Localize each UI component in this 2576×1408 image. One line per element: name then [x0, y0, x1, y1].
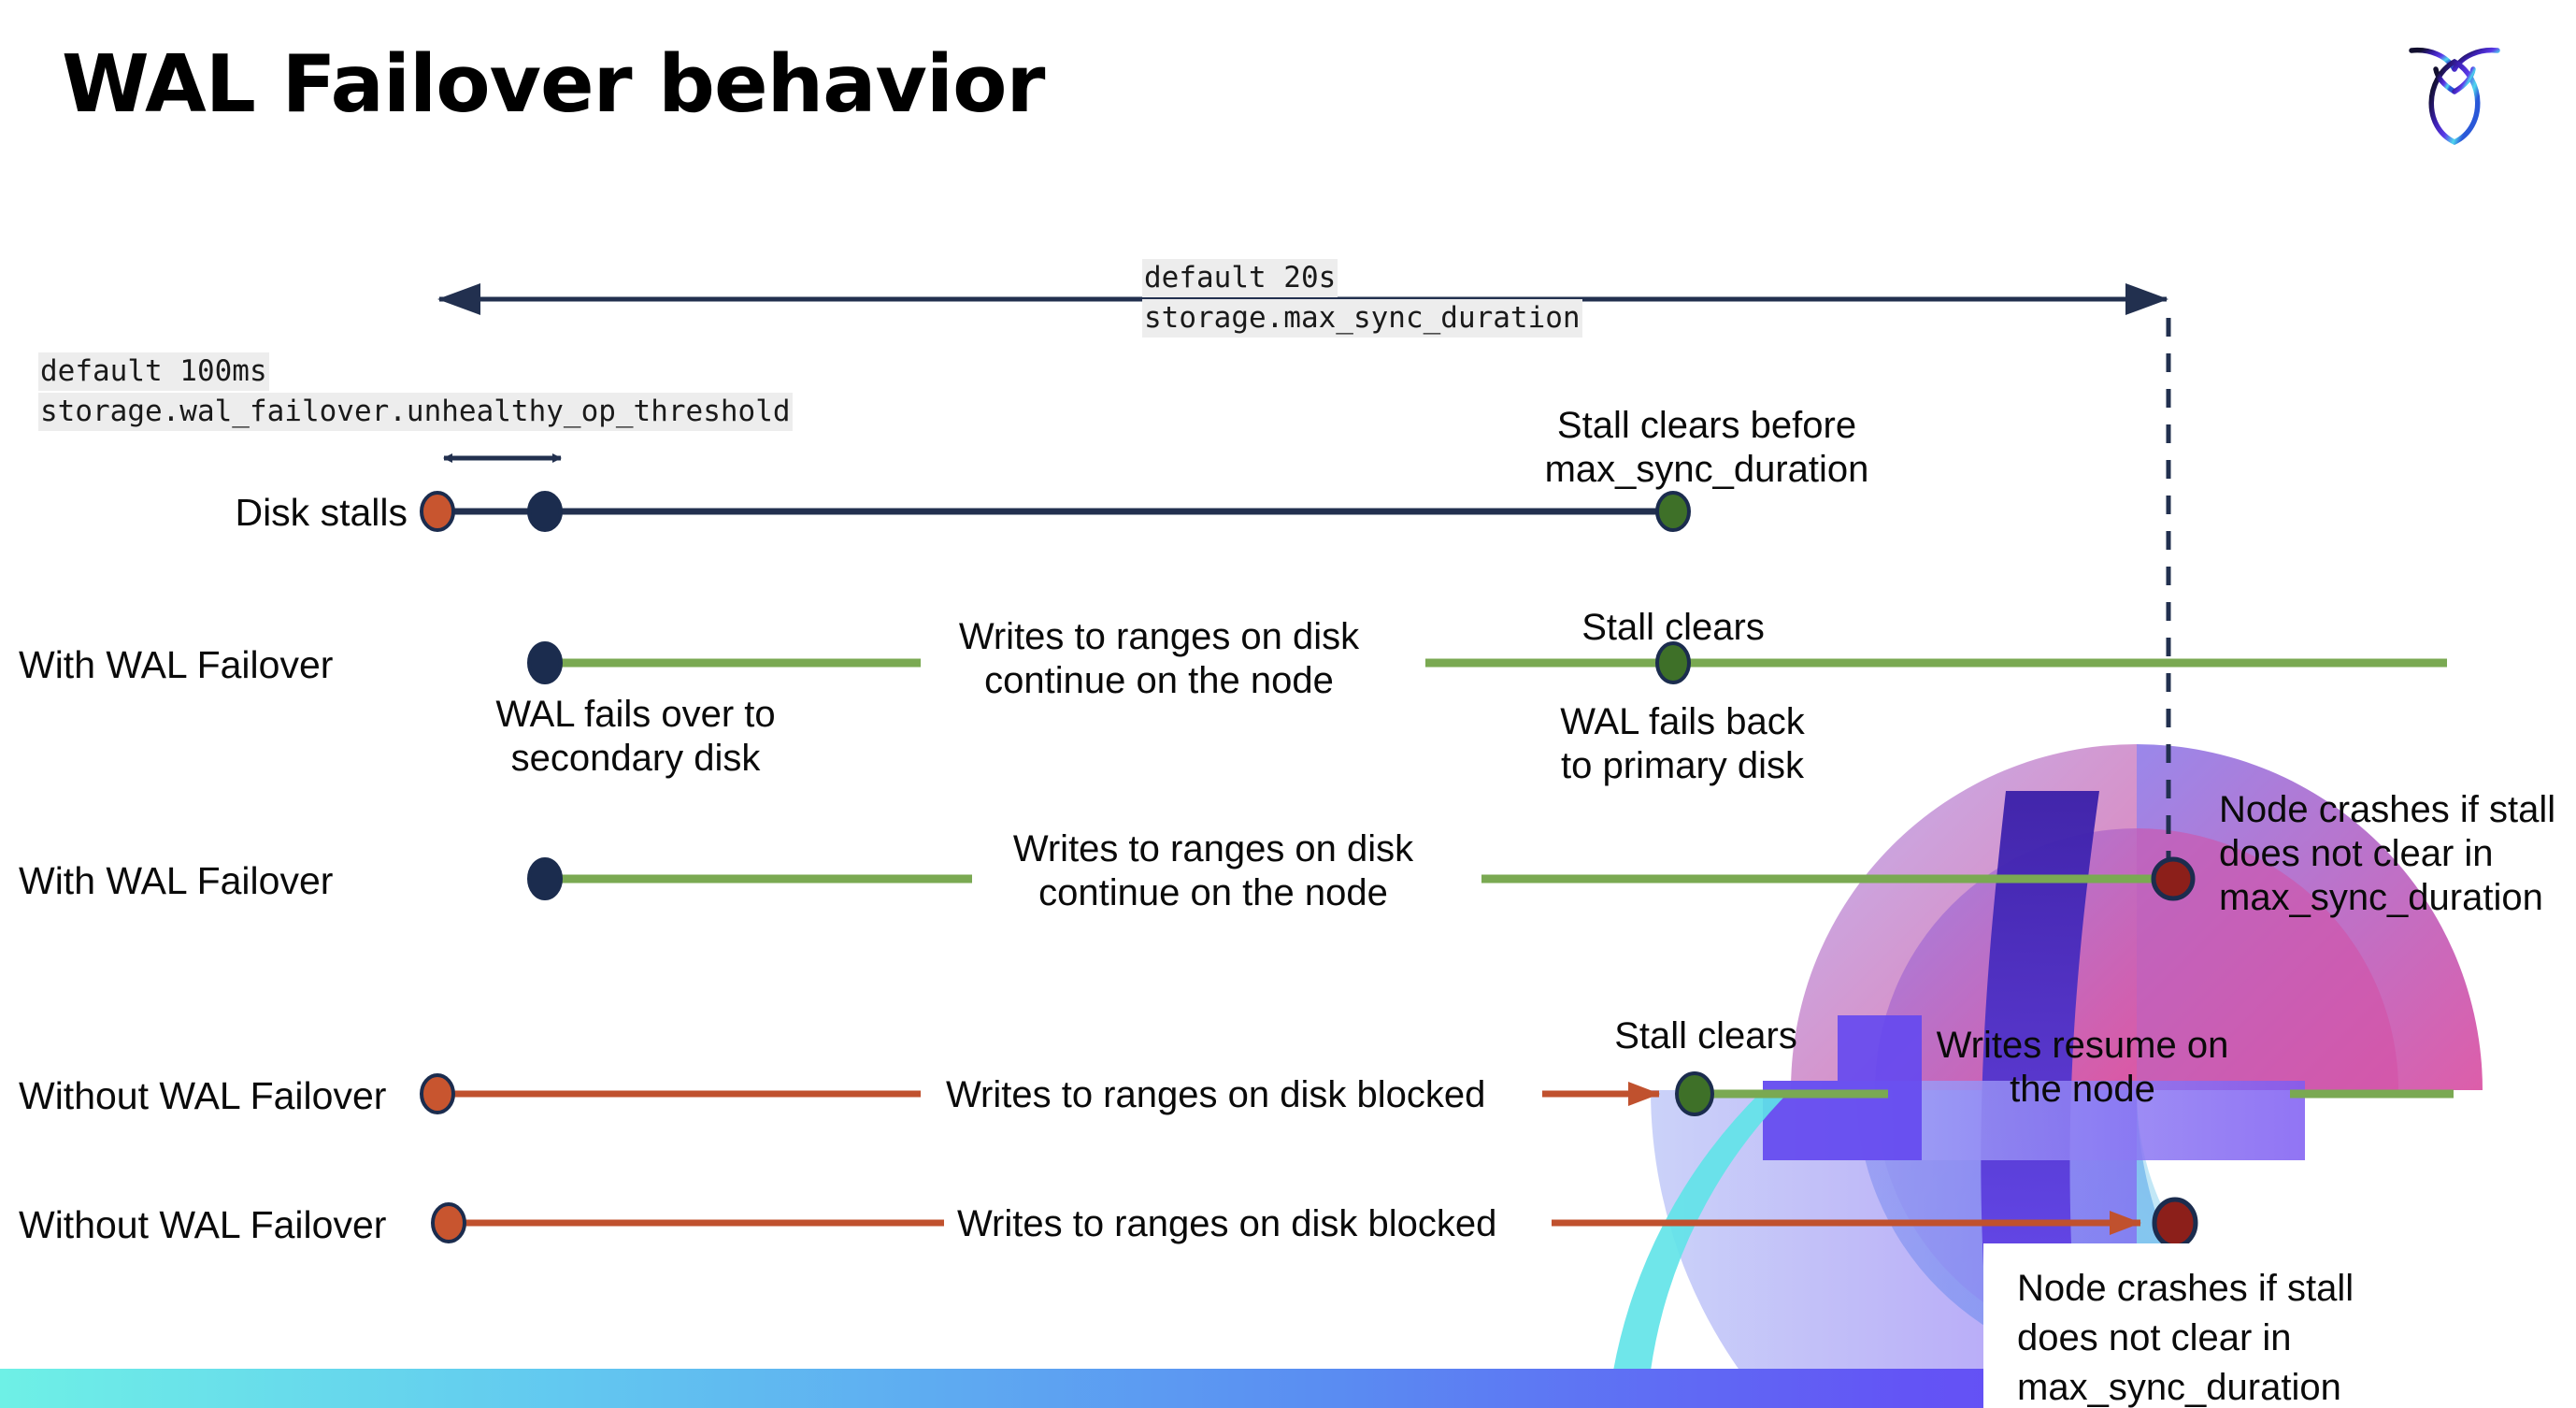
row-label-without-wal-failover-1: Without WAL Failover	[19, 1074, 387, 1117]
note-wal-fails-back-to-primary-disk: WAL fails back to primary disk	[1560, 701, 1805, 787]
note-node-crashes-2: Node crashes if stall does not clear in …	[2017, 1268, 2354, 1408]
row-line-without-wal-failover-1	[420, 1071, 2454, 1116]
max-sync-duration-setting: storage.max_sync_duration	[1142, 299, 1582, 338]
cockroachdb-logo-icon	[2398, 30, 2511, 151]
unhealthy-op-threshold-default: default 100ms	[38, 352, 269, 391]
page-title: WAL Failover behavior	[62, 38, 1045, 131]
note-writes-continue-on-node-2: Writes to ranges on disk continue on the…	[1012, 828, 1414, 914]
row-label-with-wal-failover-1: With WAL Failover	[19, 643, 334, 686]
max-sync-duration-default: default 20s	[1142, 259, 1338, 297]
note-wal-fails-over-to-secondary-disk: WAL fails over to secondary disk	[495, 694, 776, 780]
note-writes-blocked-2: Writes to ranges on disk blocked	[957, 1203, 1497, 1244]
row-label-disk-stalls: Disk stalls	[235, 491, 408, 534]
note-writes-blocked-1: Writes to ranges on disk blocked	[946, 1074, 1486, 1115]
max-sync-duration-span-arrow	[437, 283, 2171, 884]
row-line-without-wal-failover-2	[431, 1197, 2198, 1249]
unhealthy-op-threshold-setting: storage.wal_failover.unhealthy_op_thresh…	[38, 393, 793, 431]
row-line-with-wal-failover-1	[527, 641, 2447, 684]
row-label-without-wal-failover-2: Without WAL Failover	[19, 1203, 387, 1246]
row-line-disk-stalls	[420, 491, 1691, 532]
row-line-with-wal-failover-2	[527, 856, 2196, 901]
note-writes-continue-on-node-1: Writes to ranges on disk continue on the…	[958, 616, 1360, 702]
note-stall-clears-1: Stall clears	[1581, 607, 1765, 648]
note-node-crashes-1: Node crashes if stall does not clear in …	[2219, 789, 2556, 919]
note-stall-clears-2: Stall clears	[1614, 1015, 1797, 1056]
note-stall-clears-before-max-sync: Stall clears before max_sync_duration	[1544, 405, 1869, 491]
note-writes-resume-on-node: Writes resume on the node	[1936, 1025, 2229, 1111]
row-label-with-wal-failover-2: With WAL Failover	[19, 859, 334, 902]
callout-box	[1983, 1243, 2576, 1408]
